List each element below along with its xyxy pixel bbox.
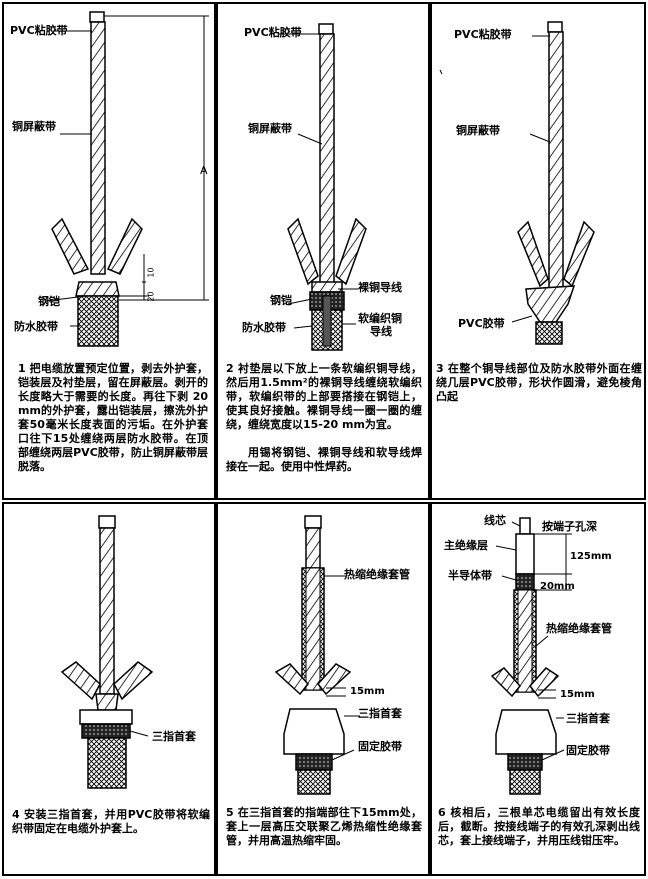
pvc-tape-label-2: PVC胶带 bbox=[458, 317, 505, 330]
step-panel-4: 三指首套 4 安装三指首套，并用PVC胶带将软编织带固定在电缆外护套上。 bbox=[2, 502, 216, 876]
three-finger-sleeve-label: 三指首套 bbox=[152, 730, 196, 743]
step-panel-5: 热缩绝缘套管 15mm 三指首套 固定胶带 5 在三指首套的指端部往下15mm处… bbox=[216, 502, 430, 876]
dimension-15mm-label: 15mm bbox=[350, 686, 385, 697]
step-3-illustration bbox=[439, 21, 595, 345]
step-2-illustration bbox=[278, 23, 367, 351]
wire-core-label: 线芯 bbox=[484, 514, 506, 527]
step-4-caption: 4 安装三指首套，并用PVC胶带将软编织带固定在电缆外护套上。 bbox=[12, 808, 210, 835]
dimension-15mm-label: 15mm bbox=[560, 689, 595, 700]
heat-shrink-tube-label: 热缩绝缘套管 bbox=[546, 622, 612, 635]
step-3-caption: 3 在整个铜导线部位及防水胶带外面在缠绕几层PVC胶带，形状作圆滑，避免棱角凸起 bbox=[436, 362, 642, 403]
three-finger-sleeve-label: 三指首套 bbox=[358, 707, 402, 720]
copper-shield-label: 铜屏蔽带 bbox=[12, 120, 56, 133]
step-1-caption: 1 把电缆放置预定位置，剥去外护套，铠装层及衬垫层，留在屏蔽层。剥开的长度略大于… bbox=[18, 362, 208, 473]
braided-copper-label: 软编织铜 bbox=[358, 312, 402, 325]
heat-shrink-tube-label: 热缩绝缘套管 bbox=[344, 568, 410, 581]
pvc-tape-label: PVC粘胶带 bbox=[244, 26, 302, 39]
main-insulation-label: 主绝缘层 bbox=[444, 539, 488, 552]
step-panel-3: PVC粘胶带 铜屏蔽带 PVC胶带 3 在整个铜导线部位及防水胶带外面在缠绕几层… bbox=[430, 2, 646, 500]
terminal-hole-depth-label: 按端子孔深 bbox=[542, 520, 597, 533]
step-1-illustration bbox=[45, 11, 209, 347]
waterproof-tape-label: 防水胶带 bbox=[14, 320, 58, 333]
dimension-10-label: 10 bbox=[146, 267, 156, 278]
step-6-illustration bbox=[490, 517, 572, 795]
pvc-tape-label: PVC粘胶带 bbox=[10, 24, 68, 37]
step-panel-1: PVC粘胶带 铜屏蔽带 A 10 20 钢铠 防水胶带 1 把电缆放置预定位置，… bbox=[2, 2, 216, 500]
steel-armor-label: 钢铠 bbox=[38, 295, 60, 308]
dimension-20mm-label: 20mm bbox=[540, 581, 575, 592]
copper-shield-label: 铜屏蔽带 bbox=[248, 122, 292, 135]
step-5-caption: 5 在三指首套的指端部往下15mm处，套上一层高压交联聚乙烯热缩性绝缘套管，并用… bbox=[226, 806, 422, 847]
step-panel-2: PVC粘胶带 铜屏蔽带 裸铜导线 钢铠 软编织铜 防水胶带 导线 2 衬垫层以下… bbox=[216, 2, 430, 500]
semiconductor-tape-label: 半导体带 bbox=[448, 569, 492, 582]
three-finger-sleeve-label: 三指首套 bbox=[566, 712, 610, 725]
step-4-illustration bbox=[60, 515, 154, 789]
fixing-tape-label: 固定胶带 bbox=[566, 744, 610, 757]
dimension-a-label: A bbox=[200, 164, 208, 177]
waterproof-tape-label: 防水胶带 bbox=[242, 321, 286, 334]
step-2-caption: 2 衬垫层以下放上一条软编织铜导线，然后用1.5mm²的裸铜导线缠绕软编织带，软… bbox=[226, 362, 422, 431]
dimension-125mm-label: 125mm bbox=[570, 551, 612, 562]
step-2-caption-2: 用锡将钢铠、裸铜导线和软导线焊接在一起。使用中性焊药。 bbox=[226, 446, 422, 473]
braided-copper-label-2: 导线 bbox=[370, 325, 392, 338]
dimension-20-label: 20 bbox=[146, 291, 156, 302]
steel-armor-label: 钢铠 bbox=[270, 294, 292, 307]
fixing-tape-label: 固定胶带 bbox=[358, 740, 402, 753]
step-6-caption: 6 核相后，三根单芯电缆留出有效长度后，截断。按接线端子的有效孔深剥出线芯，套上… bbox=[438, 806, 640, 847]
pvc-tape-label: PVC粘胶带 bbox=[454, 28, 512, 41]
step-panel-6: 线芯 按端子孔深 主绝缘层 125mm 半导体带 20mm 热缩绝缘套管 15m… bbox=[430, 502, 646, 876]
copper-shield-label: 铜屏蔽带 bbox=[456, 124, 500, 137]
step-5-illustration bbox=[274, 515, 360, 795]
bare-copper-wire-label: 裸铜导线 bbox=[358, 281, 402, 294]
